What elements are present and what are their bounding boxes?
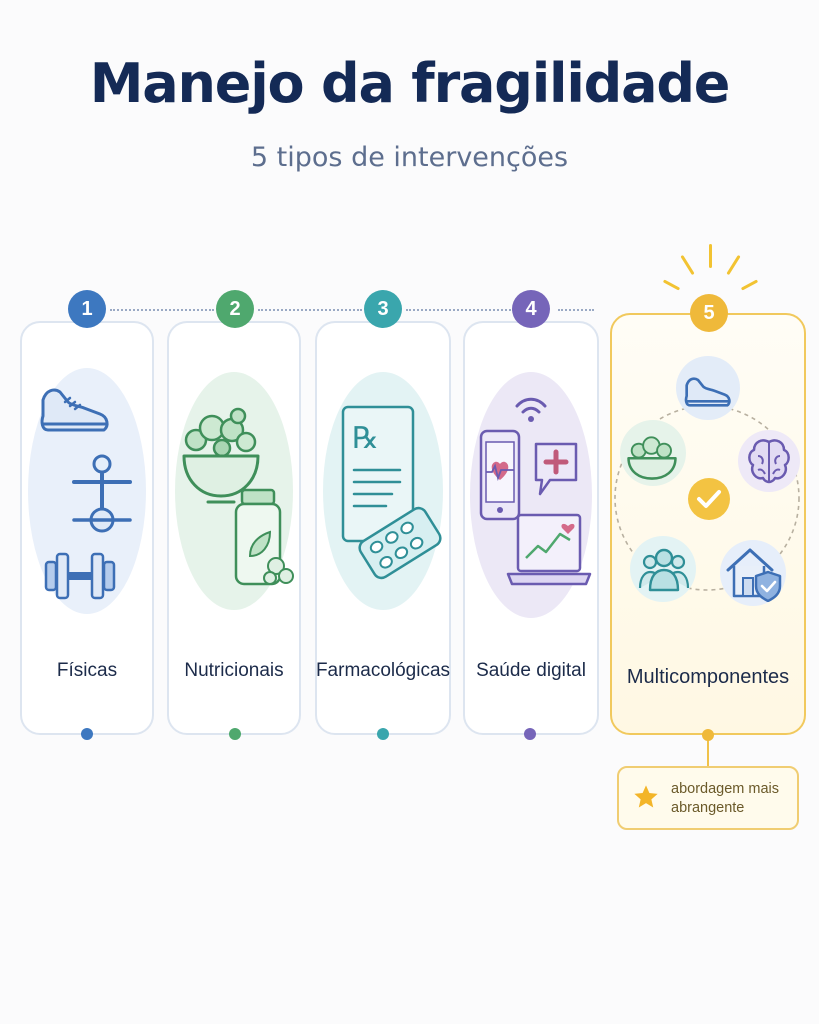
running-shoe-icon: [684, 377, 731, 407]
people-group-icon: [638, 548, 690, 592]
page-title: Manejo da fragilidade: [89, 52, 731, 115]
card-dot-4: [524, 728, 536, 740]
checkmark-icon: [697, 490, 721, 508]
star-icon: [634, 785, 658, 808]
chat-medical-cross-icon: [534, 442, 578, 496]
highlight-ray-2: [680, 254, 695, 276]
step-number-1: 1: [68, 290, 106, 328]
callout-connector: [707, 735, 709, 766]
callout-box: abordagem mais abrangente: [617, 766, 799, 830]
card-dot-1: [81, 728, 93, 740]
step-number-5: 5: [690, 294, 728, 332]
highlight-ray-1: [709, 244, 712, 268]
highlight-ray-3: [726, 254, 741, 276]
card-label-nutricionais: Nutricionais: [184, 660, 284, 681]
highlight-ray-5: [740, 279, 759, 291]
wifi-signal-icon: [515, 397, 547, 422]
stretching-person-icon: [72, 454, 132, 533]
svg-text:℞: ℞: [352, 421, 379, 456]
connector-1-2: [110, 309, 214, 311]
brain-icon: [748, 439, 790, 484]
connector-3-4: [406, 309, 514, 311]
salad-bowl-icon: [627, 436, 677, 480]
card-label-multicomponentes: Multicomponentes: [626, 666, 790, 688]
card-label-farmacologicas: Farmacológicas: [315, 660, 451, 681]
card-dot-3: [377, 728, 389, 740]
supplement-bottle-icon: [234, 488, 294, 586]
connector-2-3: [258, 309, 362, 311]
card-label-fisicas: Físicas: [56, 660, 118, 681]
card-label-saude-digital: Saúde digital: [476, 660, 586, 681]
running-shoe-icon: [40, 388, 109, 432]
salad-bowl-icon: [182, 407, 260, 504]
pill-blister-icon: [358, 506, 442, 580]
smartphone-heart-icon: [479, 429, 521, 521]
dumbbell-icon: [44, 552, 116, 600]
step-number-3: 3: [364, 290, 402, 328]
connector-4-5: [558, 309, 594, 311]
card-dot-5: [702, 729, 714, 741]
card-dot-2: [229, 728, 241, 740]
page-subtitle: 5 tipos de intervenções: [250, 142, 569, 173]
step-number-4: 4: [512, 290, 550, 328]
step-number-2: 2: [216, 290, 254, 328]
multi-check-bubble: [688, 478, 730, 520]
laptop-chart-icon: [506, 513, 592, 586]
highlight-ray-4: [662, 279, 681, 291]
home-shield-icon: [726, 548, 782, 602]
callout-text: abordagem mais abrangente: [671, 781, 779, 816]
